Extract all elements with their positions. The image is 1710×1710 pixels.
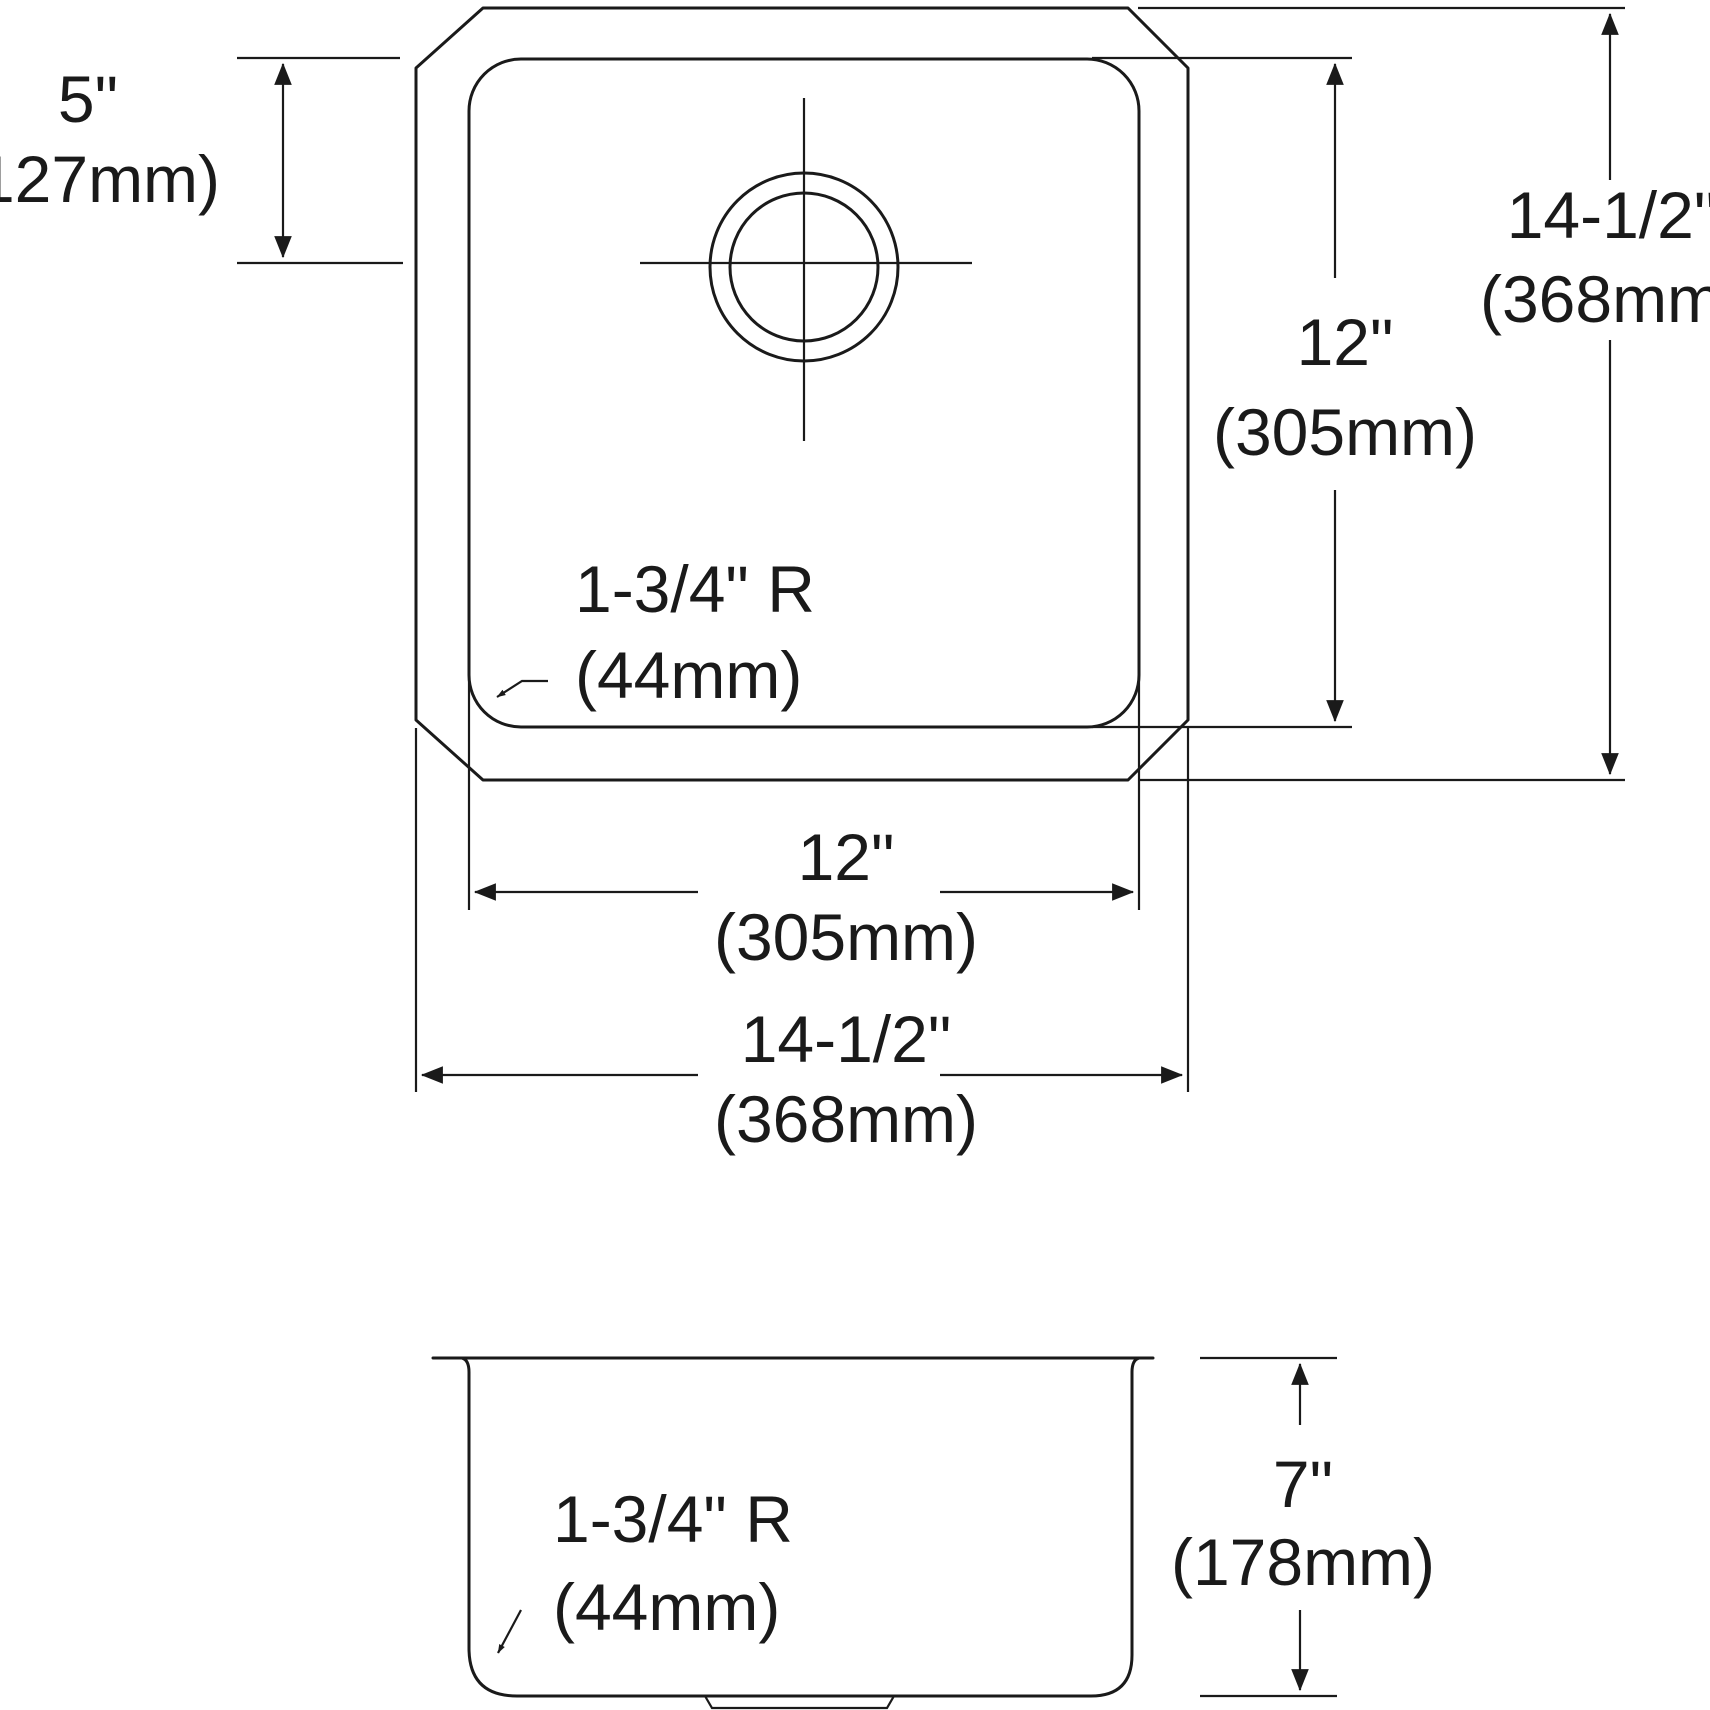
depth-imperial: 7" (1273, 1447, 1333, 1521)
overall-length-imperial: 14-1/2" (1507, 178, 1710, 252)
depth-metric: (178mm) (1171, 1525, 1435, 1599)
sink-bowl-outline (467, 57, 1141, 729)
sink-outer-rim (414, 6, 1190, 782)
bowl-width-imperial: 12" (798, 820, 895, 894)
side-corner-radius-leader (497, 1609, 522, 1654)
side-view: 7" (178mm) 1-3/4" R (44mm) (431, 1356, 1435, 1710)
drain-body (704, 1695, 895, 1710)
corner-radius-imperial: 1-3/4" R (575, 552, 815, 626)
bowl-length-metric: (305mm) (1213, 395, 1477, 469)
overall-width-metric: (368mm) (714, 1082, 978, 1156)
sink-side-profile (460, 1356, 1141, 1698)
corner-radius-metric: (44mm) (575, 638, 802, 712)
side-corner-radius-metric: (44mm) (553, 1570, 780, 1644)
side-corner-radius-imperial: 1-3/4" R (553, 1482, 793, 1556)
drain-offset-imperial: 5" (58, 62, 118, 136)
bowl-length-imperial: 12" (1297, 305, 1394, 379)
overall-width-imperial: 14-1/2" (741, 1002, 952, 1076)
overall-length-metric: (368mm) (1480, 262, 1710, 336)
drain-offset-metric: (127mm) (0, 142, 220, 216)
top-view: 5" (127mm) 12" (305mm) 14-1/2" (368mm) 1… (0, 6, 1710, 1156)
bowl-width-metric: (305mm) (714, 900, 978, 974)
corner-radius-leader (496, 679, 548, 698)
